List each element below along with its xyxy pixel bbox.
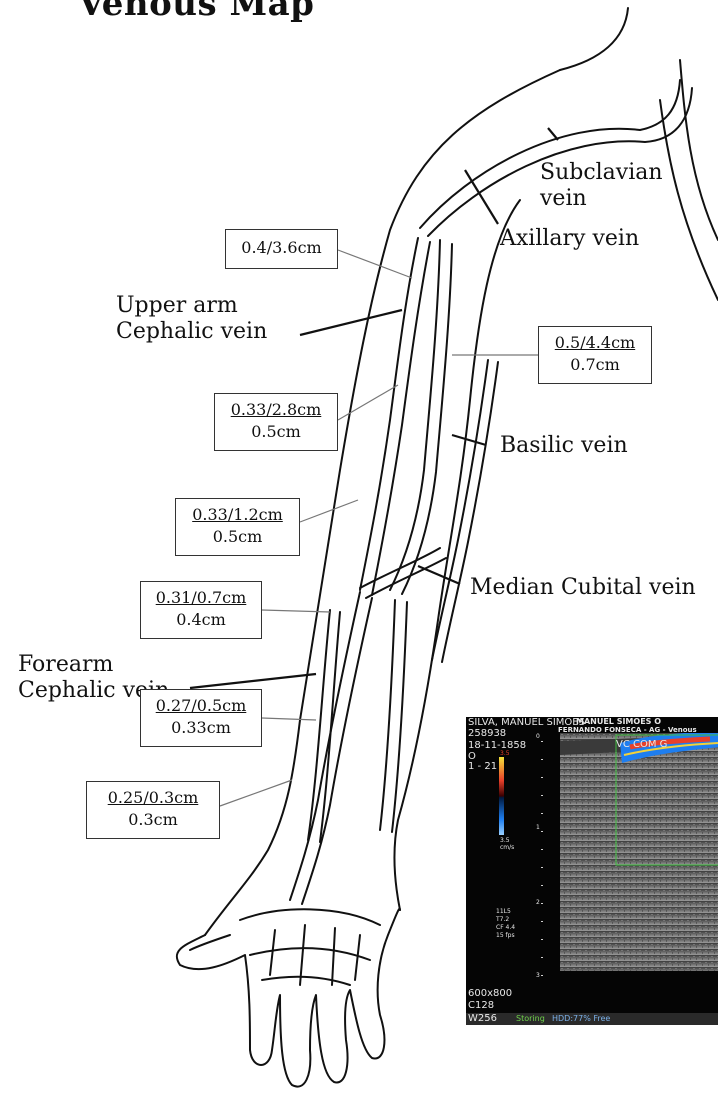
scale-top-value: 3.5 — [500, 750, 510, 757]
leader-subclavian — [548, 128, 558, 140]
axillary-vein-label: Axillary vein — [500, 226, 639, 252]
measurement-bottom: 0.33cm — [141, 717, 261, 739]
us-param-t: T7.2 — [496, 916, 509, 923]
leader-0.31 — [262, 610, 330, 612]
us-w-value: W256 — [468, 1013, 497, 1025]
us-patient-id: 258938 — [468, 728, 506, 739]
us-resolution: 600x800 — [468, 988, 512, 999]
leader-0.4 — [338, 250, 412, 278]
median-cubital-vein-label: Median Cubital vein — [470, 575, 696, 601]
measurement-top: 0.31/0.7cm — [141, 587, 261, 609]
scale-unit: cm/s — [500, 844, 514, 851]
leader-forearm-cephalic — [190, 674, 316, 688]
depth-marker-2: 2 — [536, 899, 540, 906]
measurement-bottom: 0.3cm — [87, 809, 219, 831]
measurement-box-forearm-high: 0.31/0.7cm 0.4cm — [140, 581, 262, 639]
page-title: Venous Map — [78, 0, 314, 24]
basilic-vein-label: Basilic vein — [500, 433, 628, 459]
measurement-value: 0.4/3.6cm — [241, 238, 321, 257]
leader-0.27 — [262, 718, 316, 720]
chest-outline — [680, 60, 718, 240]
us-date: 18-11-1858 — [468, 740, 526, 751]
measurement-box-wrist: 0.25/0.3cm 0.3cm — [86, 781, 220, 839]
color-scale-bar — [499, 757, 504, 835]
depth-marker-3: 3 — [536, 972, 540, 979]
measurement-bottom: 0.5cm — [215, 421, 337, 443]
hand-outline — [177, 909, 400, 1087]
measurement-top: 0.5/4.4cm — [539, 332, 651, 354]
depth-scale-dots — [541, 741, 543, 981]
scale-bottom-value: 3.5 — [500, 837, 510, 844]
leader-basilic — [452, 435, 486, 445]
us-header-overlay: MANUEL SIMOES O — [576, 717, 661, 726]
measurement-top: 0.33/1.2cm — [176, 504, 299, 526]
us-hdd: HDD:77% Free — [552, 1013, 610, 1025]
us-param-cf: CF 4.4 — [496, 924, 515, 931]
measurement-bottom: 0.5cm — [176, 526, 299, 548]
measurement-top: 0.33/2.8cm — [215, 399, 337, 421]
leader-axillary — [465, 170, 498, 224]
us-mode: VC COM G — [616, 739, 667, 750]
us-status-bar: W256 Storing HDD:77% Free — [466, 1013, 718, 1025]
leader-0.33-1.2 — [300, 500, 358, 522]
forearm-cephalic-vein — [290, 592, 360, 900]
upper-arm-cephalic-vein — [360, 238, 418, 590]
us-param-probe: 11L5 — [496, 908, 511, 915]
leader-0.33-2.8 — [338, 385, 398, 420]
measurement-box-upper-cephalic-low: 0.33/1.2cm 0.5cm — [175, 498, 300, 556]
us-header-doctor: FERNANDO FONSECA - AG - Venous — [558, 726, 697, 734]
measurement-bottom: 0.7cm — [539, 354, 651, 376]
measurement-box-forearm-mid: 0.27/0.5cm 0.33cm — [140, 689, 262, 747]
forearm-label-line1: Forearm — [18, 652, 113, 677]
sonogram-scan — [560, 733, 718, 987]
us-param-fps: 15 fps — [496, 932, 515, 939]
upper-arm-label-line2: Cephalic vein — [116, 319, 267, 344]
us-range: 1 - 21 — [468, 761, 497, 772]
subclavian-label-line1: Subclavian — [540, 160, 663, 185]
us-storing: Storing — [516, 1013, 545, 1025]
measurement-top: 0.25/0.3cm — [87, 787, 219, 809]
measurement-box-upper-cephalic-mid: 0.33/2.8cm 0.5cm — [214, 393, 338, 451]
depth-marker-0: 0 — [536, 733, 540, 740]
subclavian-vein-label: Subclavian vein — [540, 160, 663, 212]
basilic-vein — [432, 360, 488, 660]
shoulder-outline — [560, 8, 628, 70]
upper-arm-cephalic-label: Upper arm Cephalic vein — [116, 293, 267, 345]
measurement-bottom: 0.4cm — [141, 609, 261, 631]
subclavian-label-line2: vein — [540, 186, 587, 211]
leader-0.25 — [220, 780, 292, 806]
measurement-top: 0.27/0.5cm — [141, 695, 261, 717]
leader-median-cubital — [418, 566, 460, 584]
leader-upper-cephalic — [300, 310, 402, 335]
measurement-box-basilic: 0.5/4.4cm 0.7cm — [538, 326, 652, 384]
us-c-value: C128 — [468, 1000, 494, 1011]
ultrasound-image: SILVA, MANUEL SIMOES MANUEL SIMOES O FER… — [466, 717, 718, 1025]
depth-marker-1: 1 — [536, 824, 540, 831]
measurement-box-upper-axillary: 0.4/3.6cm — [225, 229, 338, 269]
upper-arm-label-line1: Upper arm — [116, 293, 238, 318]
